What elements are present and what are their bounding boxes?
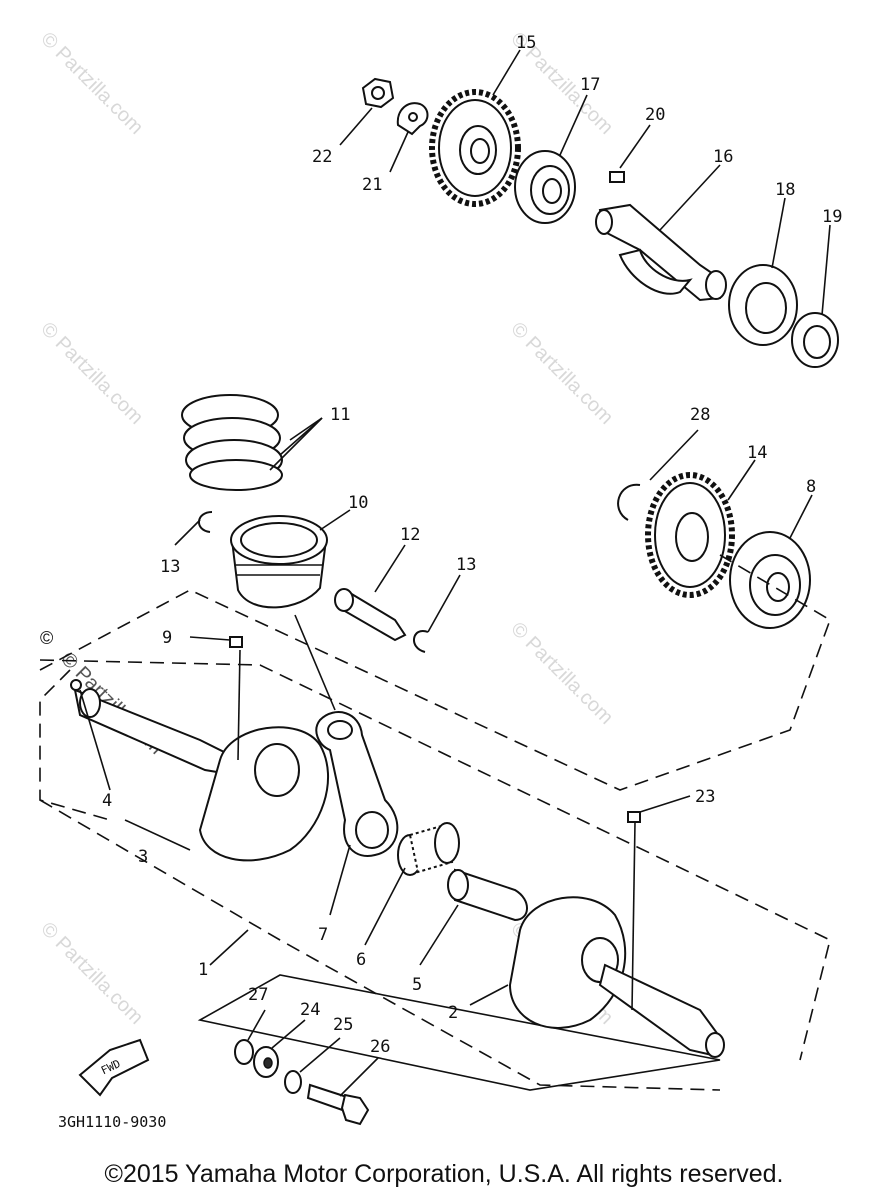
part-8-bearing <box>729 531 811 629</box>
part-22-nut <box>361 77 395 109</box>
callout-28: 28 <box>690 405 710 425</box>
callout-18: 18 <box>775 180 795 200</box>
callout-8: 8 <box>806 477 816 497</box>
part-28-circlip <box>617 483 641 521</box>
callout-23: 23 <box>695 787 715 807</box>
callout-7: 7 <box>318 925 328 945</box>
callout-21: 21 <box>362 175 382 195</box>
leader-lines-crank <box>79 614 691 1097</box>
callout-3: 3 <box>138 847 148 867</box>
copyright-mark: © <box>40 628 54 648</box>
part-20-key <box>609 171 625 183</box>
part-3-crank-left <box>73 688 329 862</box>
part-16-balancer-shaft <box>595 203 727 302</box>
assembly-outline-left <box>39 669 111 821</box>
bolt-group-outline <box>197 974 721 1091</box>
watermark: © Partzilla.com <box>36 918 147 1029</box>
callout-17: 17 <box>580 75 600 95</box>
callout-13-right: 13 <box>456 555 476 575</box>
callout-6: 6 <box>356 950 366 970</box>
callout-5: 5 <box>412 975 422 995</box>
watermark: © Partzilla.com <box>36 28 147 139</box>
callout-22: 22 <box>312 147 332 167</box>
part-7-conrod <box>315 711 399 857</box>
part-12-piston-pin <box>334 588 407 642</box>
part-26-bolt <box>306 1083 370 1126</box>
leader-lines-right <box>649 429 813 539</box>
part-18-bearing <box>728 264 798 346</box>
part-19-oil-seal <box>791 312 839 368</box>
part-25-lock-washer <box>284 1070 302 1094</box>
part-6-needle-bearing <box>397 822 460 876</box>
callout-24: 24 <box>300 1000 320 1020</box>
callout-12: 12 <box>400 525 420 545</box>
callout-16: 16 <box>713 147 733 167</box>
part-4 <box>70 679 82 691</box>
part-15-gear <box>429 89 521 207</box>
assembly-outline-right <box>39 659 831 1061</box>
bracket-line <box>124 819 191 851</box>
callout-20: 20 <box>645 105 665 125</box>
callout-11: 11 <box>330 405 350 425</box>
callout-14: 14 <box>747 443 767 463</box>
part-11-piston-rings <box>181 394 283 491</box>
fwd-arrow-icon: FWD <box>78 1038 150 1097</box>
diagram-code: 3GH1110-9030 <box>58 1113 166 1131</box>
part-13-circlip <box>413 629 429 653</box>
part-24-washer <box>253 1046 279 1078</box>
part-27-o-ring <box>234 1039 254 1065</box>
part-14-gear <box>645 472 735 598</box>
copyright-notice: ©2015 Yamaha Motor Corporation, U.S.A. A… <box>104 1160 784 1188</box>
part-17-bearing <box>514 150 576 224</box>
leader-lines-piston <box>174 417 461 633</box>
callout-4: 4 <box>102 791 112 811</box>
assembly-outline-lower <box>39 799 721 1091</box>
part-21-lock-washer <box>396 102 429 136</box>
callout-13-left: 13 <box>160 557 180 577</box>
leader-lines-upper <box>339 49 831 316</box>
part-23-key <box>627 811 641 823</box>
callout-25: 25 <box>333 1015 353 1035</box>
part-10-piston <box>230 515 328 609</box>
callout-10: 10 <box>348 493 368 513</box>
callout-27: 27 <box>248 985 268 1005</box>
part-13-circlip <box>198 511 213 533</box>
watermark: © Partzilla.com <box>506 318 617 429</box>
watermark: © Partzilla.com <box>36 318 147 429</box>
callout-26: 26 <box>370 1037 390 1057</box>
part-2-crank-right <box>508 896 725 1058</box>
callout-2: 2 <box>448 1003 458 1023</box>
watermark: © Partzilla.com <box>506 618 617 729</box>
callout-1: 1 <box>198 960 208 980</box>
callout-9: 9 <box>162 628 172 648</box>
callout-labels: 1 2 3 4 5 6 7 8 9 10 11 12 13 13 14 15 1… <box>102 33 842 1057</box>
assembly-outline-upper <box>39 554 831 791</box>
part-9-key <box>229 636 243 648</box>
callout-19: 19 <box>822 207 842 227</box>
part-5-crank-pin <box>447 868 528 922</box>
callout-15: 15 <box>516 33 536 53</box>
